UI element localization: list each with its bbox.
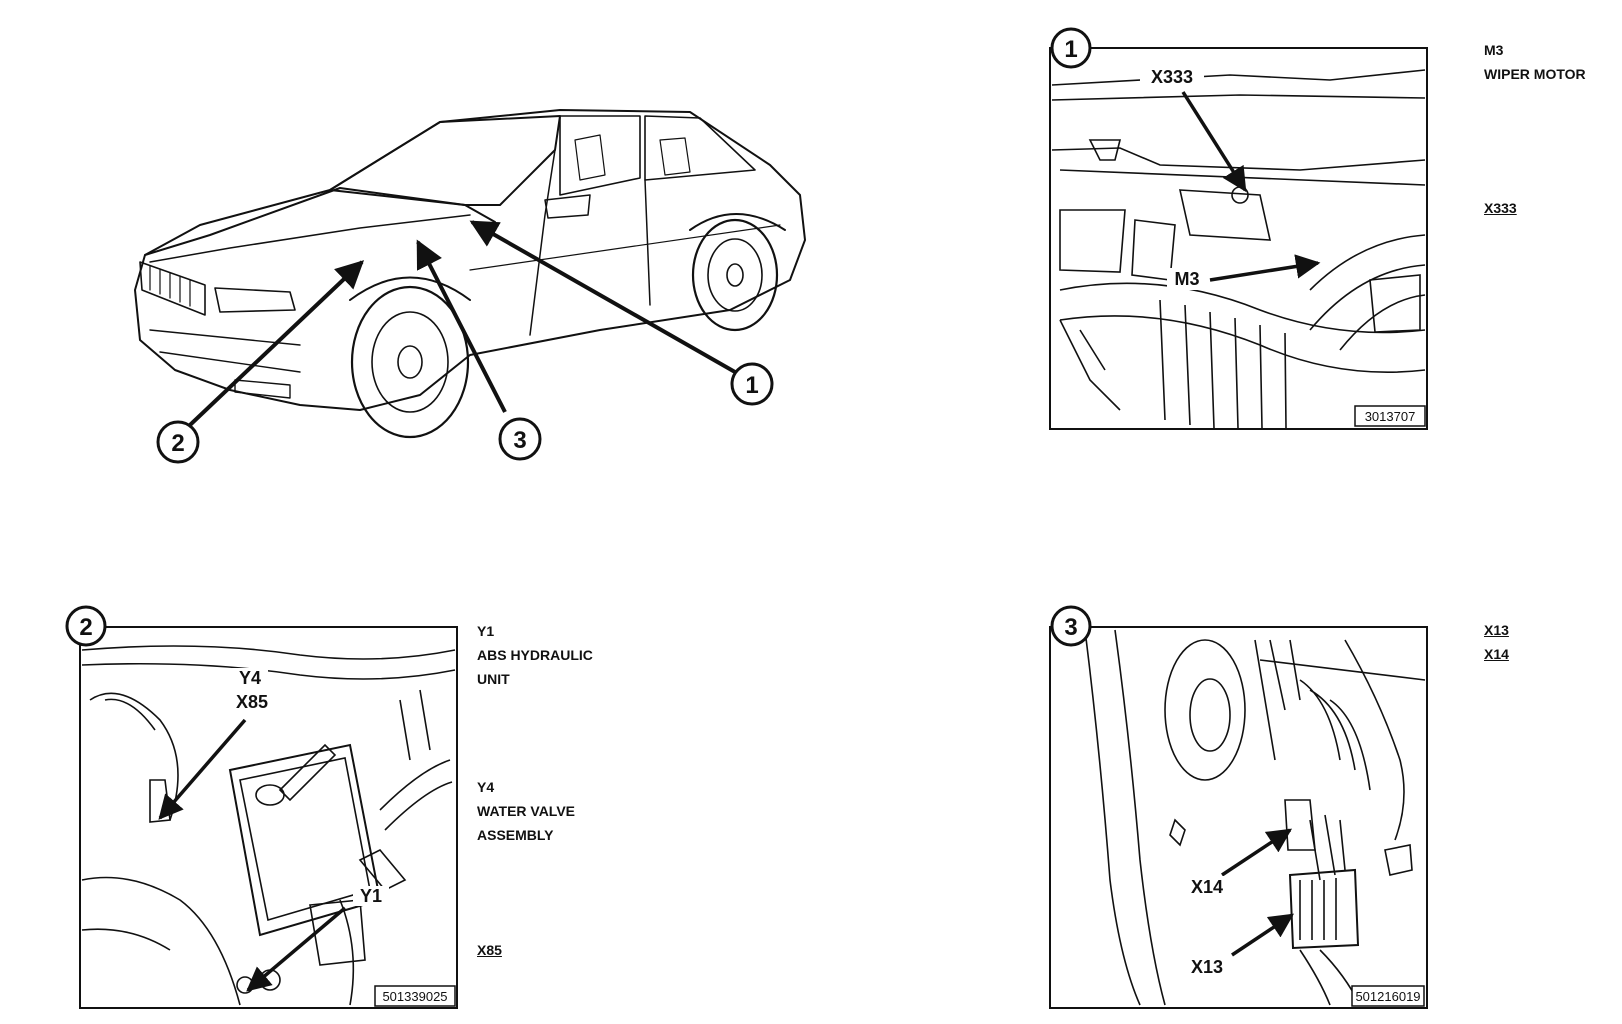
legend-y1-desc-2: UNIT	[477, 671, 510, 687]
panel-3-tag-x13: X13	[1191, 957, 1223, 977]
panel-3-number-badge: 3	[1050, 605, 1092, 647]
overview-callout-2-text: 2	[171, 430, 184, 457]
panel-1-tag-m3: M3	[1174, 269, 1199, 289]
panel-3-number: 3	[1064, 614, 1077, 641]
panel-3-tags: X14 X13	[1182, 876, 1232, 978]
overview-callout-1: 1	[730, 362, 774, 406]
panel-3-connectors-photo: 501216019	[1049, 626, 1428, 1009]
panel-2-leader-arrows	[158, 718, 347, 992]
panel-2-abs-hydraulic-unit-photo: 501339025	[79, 626, 458, 1009]
legend-x85-code: X85	[477, 942, 502, 958]
panel-3-reference-number: 501216019	[1355, 989, 1420, 1004]
legend-x14-code: X14	[1484, 646, 1509, 662]
legend-y4-desc-1: WATER VALVE	[477, 803, 575, 819]
panel-3-leader-arrows	[1221, 828, 1295, 957]
overview-callout-3-text: 3	[513, 427, 526, 454]
legend-y4-code: Y4	[477, 779, 495, 795]
legend-x333-code: X333	[1484, 200, 1517, 216]
panel-2-number-badge: 2	[65, 605, 107, 647]
car-overview-illustration	[134, 109, 806, 439]
panel-2-number: 2	[79, 614, 92, 641]
legend-m3-code: M3	[1484, 42, 1504, 58]
legend-y1-desc-1: ABS HYDRAULIC	[477, 647, 593, 663]
overview-callout-1-text: 1	[745, 372, 758, 399]
overview-leader-arrows	[188, 220, 736, 427]
overview-callout-3: 3	[498, 417, 542, 461]
legend-m3-desc: WIPER MOTOR	[1484, 66, 1586, 82]
panel-1-tags: X333 M3	[1140, 65, 1207, 290]
legend-x13-code: X13	[1484, 622, 1509, 638]
panel-1-leader-arrows	[1181, 91, 1321, 282]
legend-y1-code: Y1	[477, 623, 495, 639]
legend-y4-desc-2: ASSEMBLY	[477, 827, 554, 843]
panel-2-tag-y4: Y4	[239, 668, 261, 688]
panel-2-tag-y1: Y1	[360, 886, 382, 906]
panel-1-number-badge: 1	[1050, 27, 1092, 69]
panel-1-reference-number: 3013707	[1365, 409, 1416, 424]
panel-1-wiper-motor-photo: 3013707	[1049, 47, 1428, 430]
panel-2-tag-x85: X85	[236, 692, 268, 712]
panel-3-tag-x14: X14	[1191, 877, 1223, 897]
panel-1-number: 1	[1064, 36, 1077, 63]
overview-callout-2: 2	[156, 420, 200, 464]
panel-2-tags: Y4 X85 Y1	[228, 668, 389, 906]
panel-2-reference-number: 501339025	[382, 989, 447, 1004]
panel-1-tag-x333: X333	[1151, 67, 1193, 87]
